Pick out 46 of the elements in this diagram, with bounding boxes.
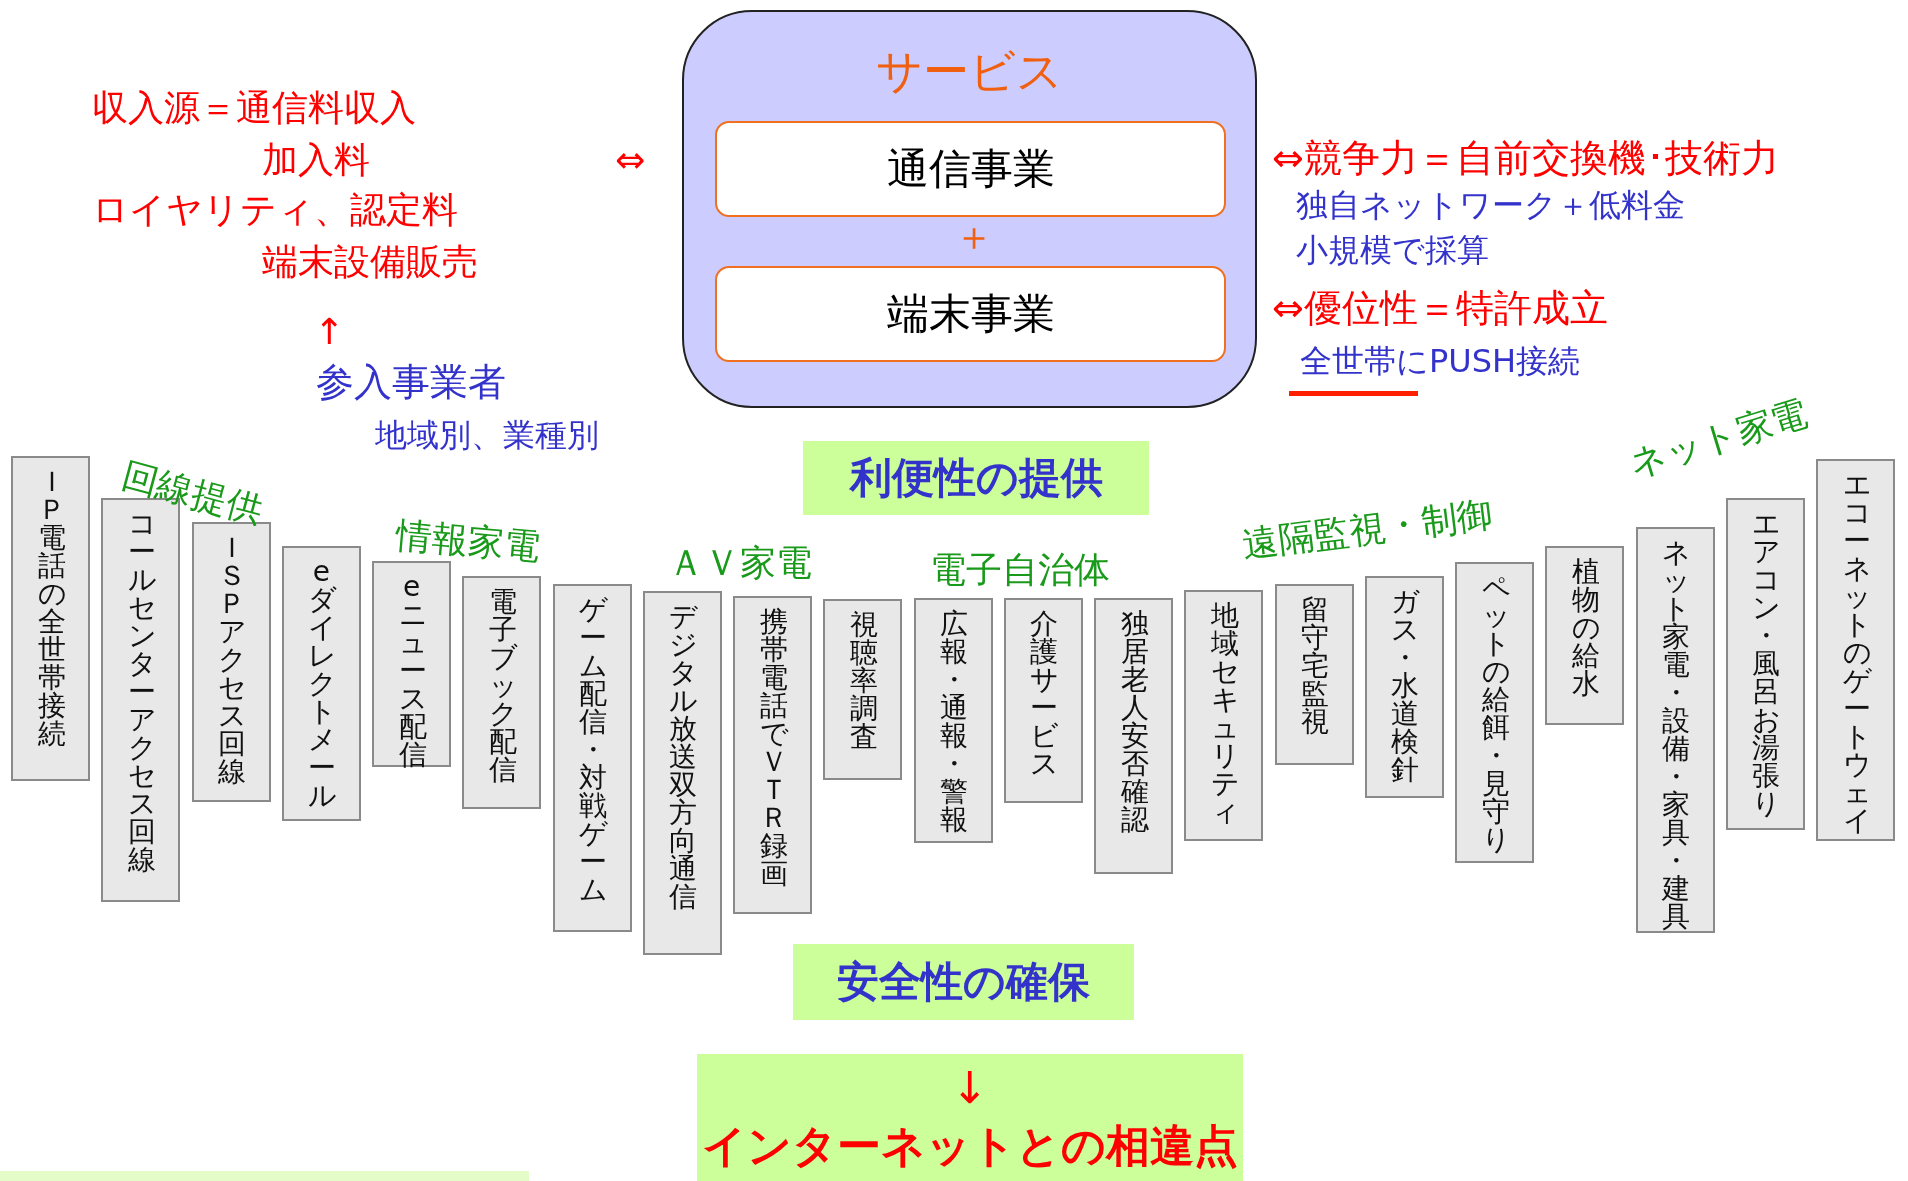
service-card: デジタル放送双方向通信 <box>642 591 722 955</box>
up-arrow: ↑ <box>314 312 345 352</box>
service-card: ＩＰ電話の全世帯接続 <box>11 456 90 781</box>
service-box <box>682 10 1257 408</box>
category-label: ネット家電 <box>1625 392 1812 484</box>
heading-band: 利便性の提供 <box>803 441 1149 515</box>
service-card: 介護サービス <box>1003 598 1083 803</box>
note-text: 参入事業者 <box>316 362 506 404</box>
category-label: 遠隔監視・制御 <box>1240 494 1495 565</box>
category-label: 電子自治体 <box>930 550 1110 590</box>
service-card: 植物の給水 <box>1545 546 1625 725</box>
service-card: 電子ブック配信 <box>462 576 542 809</box>
heading-band: 安全性の確保 <box>793 944 1134 1020</box>
service-card: ゲーム配信・対戦ゲーム <box>552 584 632 932</box>
service-card: エアコン・風呂お湯張り <box>1725 498 1805 830</box>
service-card: 視聴率調査 <box>823 599 903 780</box>
heading-band <box>697 1054 1243 1181</box>
note-text: ⇔競争力＝自前交換機･技術力 <box>1272 138 1779 180</box>
service-card: 独居老人安否確認 <box>1094 598 1173 874</box>
plus-sign: ＋ <box>954 214 994 258</box>
note-text: 独自ネットワーク＋低料金 <box>1296 188 1685 224</box>
business-box: 通信事業 <box>715 121 1226 217</box>
note-text: ロイヤリティ、認定料 <box>92 190 458 230</box>
note-text: 端末設備販売 <box>262 242 478 282</box>
category-label: ＡＶ家電 <box>668 543 812 583</box>
note-text: 小規模で採算 <box>1296 233 1489 269</box>
service-card: 携帯電話でＶＴＲ録画 <box>733 596 812 914</box>
band-title: インターネットとの相違点 <box>702 1122 1238 1171</box>
service-card: eダイレクトメール <box>281 546 361 821</box>
service-card: 広報・通報・警報 <box>913 598 993 843</box>
service-card: 留守宅監視 <box>1274 584 1354 765</box>
note-text: 地域別、業種別 <box>375 418 599 454</box>
service-card: 地域セキュリティ <box>1184 590 1264 841</box>
note-text: ⇔優位性＝特許成立 <box>1272 288 1608 330</box>
service-card: ネット家電・設備・家具・建具 <box>1635 527 1715 933</box>
note-text: 全世帯にPUSH接続 <box>1300 344 1581 380</box>
note-text: 加入料 <box>262 140 370 180</box>
business-box: 端末事業 <box>715 266 1226 362</box>
service-card: ペットの給餌・見守り <box>1455 562 1534 863</box>
box-title: サービス <box>875 46 1064 97</box>
note-text: 収入源＝通信料収入 <box>92 88 416 128</box>
service-card: エコーネットのゲートウェイ <box>1816 459 1895 841</box>
double-arrow: ⇔ <box>615 140 646 180</box>
service-card: eニュース配信 <box>372 561 451 767</box>
service-card: ガス・水道検針 <box>1364 576 1444 798</box>
down-arrow: ↓ <box>951 1064 989 1113</box>
